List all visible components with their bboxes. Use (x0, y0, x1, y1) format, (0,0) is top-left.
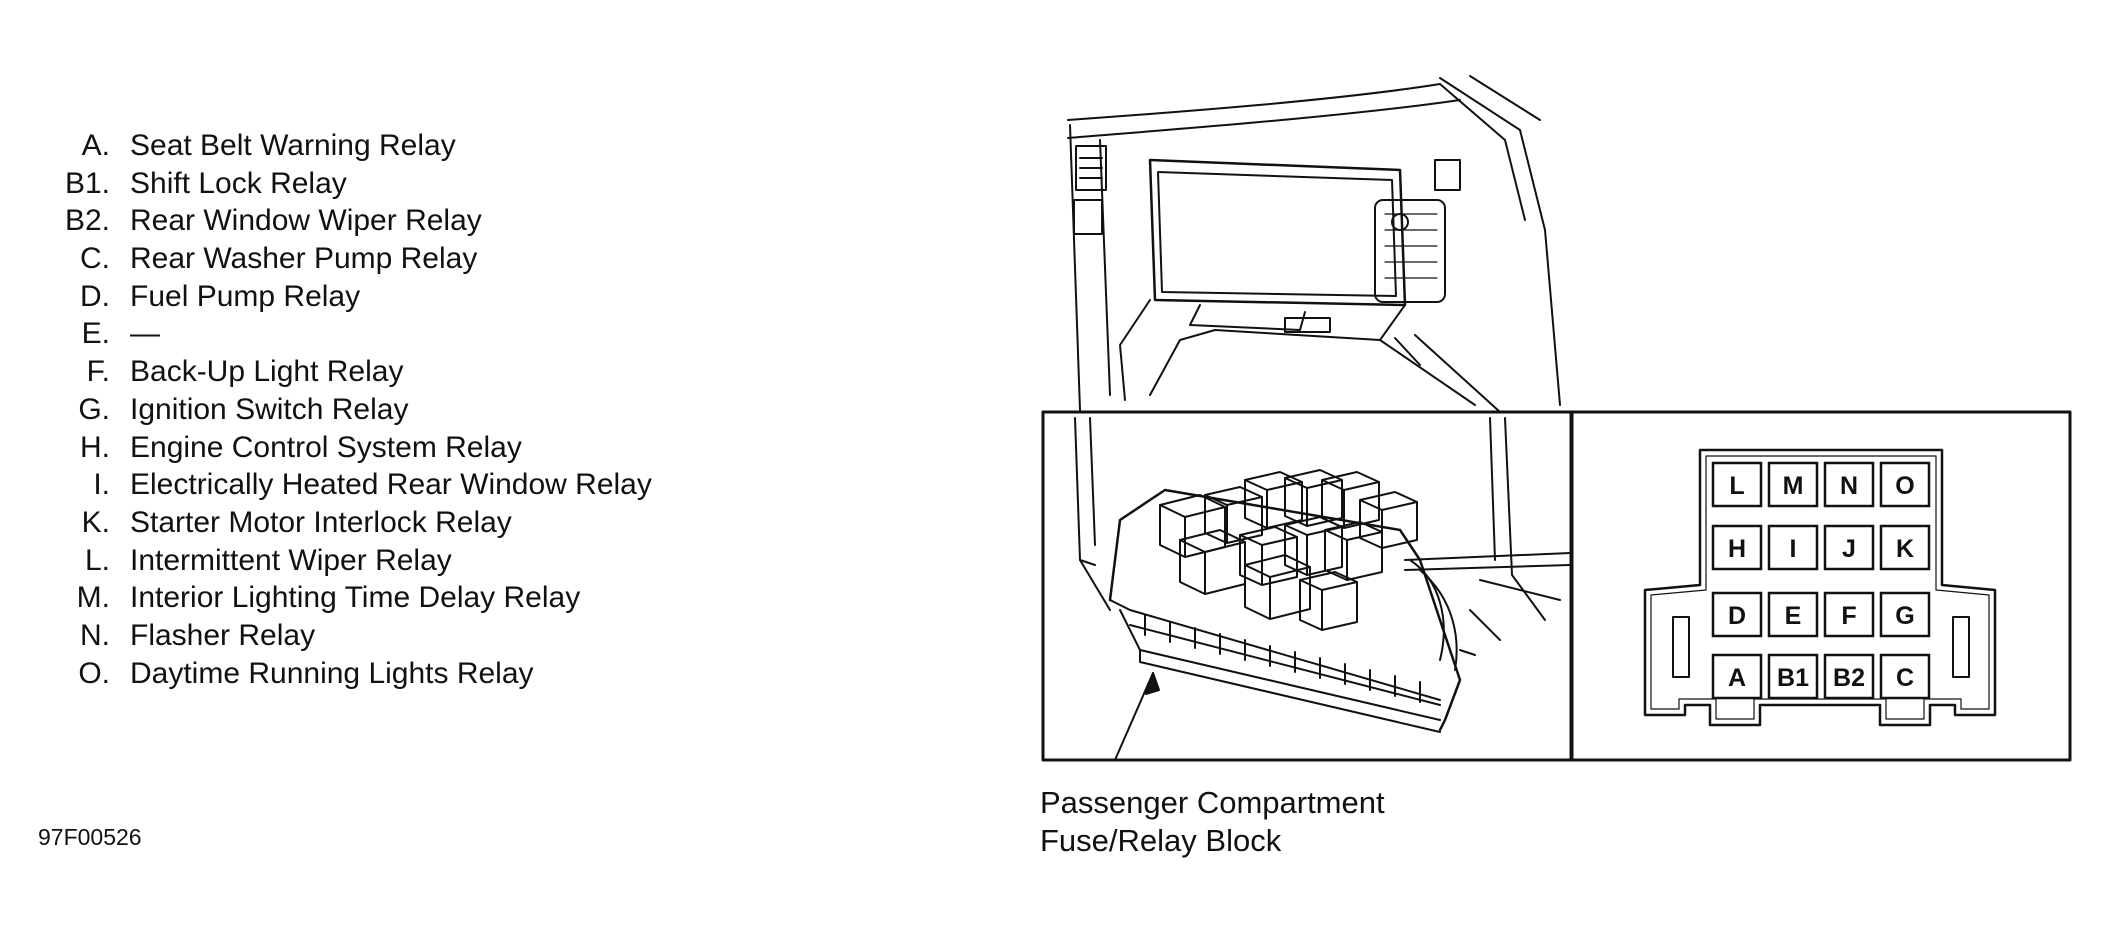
legend-item-l: L. Intermittent Wiper Relay (40, 544, 652, 582)
relay-legend: A. Seat Belt Warning Relay B1. Shift Lock … (40, 129, 652, 694)
legend-text: Back-Up Light Relay (130, 355, 404, 389)
legend-item-h: H. Engine Control System Relay (40, 431, 652, 469)
legend-text: Starter Motor Interlock Relay (130, 505, 512, 539)
legend-text: Daytime Running Lights Relay (130, 656, 534, 690)
legend-key: G. (78, 392, 110, 426)
legend-item-n: N. Flasher Relay (40, 619, 652, 657)
legend-key: A. (81, 129, 110, 162)
legend-text: Flasher Relay (130, 618, 316, 652)
relay-cell-g (1879, 591, 1931, 638)
relay-label: F (1841, 602, 1856, 630)
relay-cell-b1 (1767, 653, 1819, 700)
relay-label: E (1785, 602, 1802, 630)
legend-text: Engine Control System Relay (130, 430, 522, 464)
legend-key: H. (80, 430, 110, 464)
legend-item-b2: B2. Rear Window Wiper Relay (40, 204, 652, 242)
relay-cell-n (1823, 461, 1875, 508)
legend-text: Interior Lighting Time Delay Relay (130, 581, 581, 615)
relay-cell-h (1711, 524, 1763, 571)
relay-label: B1 (1777, 664, 1809, 692)
relay-label: M (1783, 472, 1804, 500)
relay-cell-b2 (1823, 653, 1875, 700)
legend-key: O. (78, 656, 110, 690)
relay-layout-detail (1570, 410, 2072, 762)
relay-label: B2 (1833, 664, 1865, 692)
legend-text: Shift Lock Relay (130, 166, 347, 200)
legend-item-k: K. Starter Motor Interlock Relay (40, 506, 652, 544)
legend-text: Seat Belt Warning Relay (130, 129, 456, 162)
legend-key: B2. (64, 204, 110, 238)
relay-label: G (1895, 602, 1914, 630)
legend-text: Rear Window Wiper Relay (130, 204, 482, 238)
relay-grid (1711, 461, 1931, 700)
legend-text: — (130, 317, 160, 351)
caption-line-1: Passenger Compartment (1040, 785, 1385, 820)
relay-cell-c (1879, 653, 1931, 700)
legend-key: M. (76, 581, 110, 615)
relay-cell-e (1767, 591, 1819, 638)
legend-item-m: M. Interior Lighting Time Delay Relay (40, 581, 652, 619)
legend-text: Intermittent Wiper Relay (130, 543, 452, 577)
legend-item-b1: B1. Shift Lock Relay (40, 167, 652, 205)
legend-item-d: D. Fuel Pump Relay (40, 280, 652, 318)
legend-key: F. (86, 355, 110, 389)
legend-item-g: G. Ignition Switch Relay (40, 393, 652, 431)
legend-key: K. (81, 505, 110, 539)
relay-label: N (1840, 472, 1858, 500)
relay-block-view (1041, 410, 1573, 762)
relay-cell-k (1879, 524, 1931, 571)
legend-text: Ignition Switch Relay (130, 392, 409, 426)
figure-id: 97F00526 (38, 824, 142, 850)
legend-item-a: A. Seat Belt Warning Relay (40, 129, 652, 167)
relay-cell-d (1711, 591, 1763, 638)
caption-line-2: Fuse/Relay Block (1040, 823, 1282, 858)
legend-item-c: C. Rear Washer Pump Relay (40, 242, 652, 280)
relay-grid-labels: L M N O H I J K D E F G A B1 B2 C (1728, 472, 1915, 692)
relay-label: I (1790, 535, 1797, 563)
relay-label: L (1729, 472, 1744, 500)
relay-cell-a (1711, 653, 1763, 700)
legend-key: L. (84, 543, 110, 577)
relay-label: J (1842, 535, 1856, 563)
legend-key: N. (80, 618, 110, 652)
diagram-caption: Passenger Compartment Fuse/Relay Block (1040, 784, 1385, 860)
legend-item-i: I. Electrically Heated Rear Window Relay (40, 468, 652, 506)
relay-cell-i (1767, 524, 1819, 571)
legend-key: B1. (64, 166, 110, 200)
relay-cell-o (1879, 461, 1931, 508)
relay-label: C (1896, 664, 1914, 692)
legend-item-e: E. — (40, 317, 652, 355)
relay-cell-j (1823, 524, 1875, 571)
legend-text: Rear Washer Pump Relay (130, 242, 478, 276)
relay-label: D (1728, 602, 1746, 630)
legend-key: C. (80, 242, 110, 276)
legend-item-o: O. Daytime Running Lights Relay (40, 657, 652, 695)
relay-cell-m (1767, 461, 1819, 508)
relay-label: O (1895, 472, 1914, 500)
dashboard-illustration (1067, 75, 1561, 413)
legend-text: Fuel Pump Relay (130, 279, 361, 313)
relay-cell-l (1711, 461, 1763, 508)
legend-key: I. (93, 468, 110, 502)
legend-text: Electrically Heated Rear Window Relay (130, 468, 652, 502)
relay-label: K (1896, 535, 1914, 563)
legend-key: D. (80, 279, 110, 313)
relay-cell-f (1823, 591, 1875, 638)
relay-label: A (1728, 664, 1746, 692)
relay-label: H (1728, 535, 1746, 563)
legend-item-f: F. Back-Up Light Relay (40, 355, 652, 393)
legend-key: E. (81, 317, 110, 351)
